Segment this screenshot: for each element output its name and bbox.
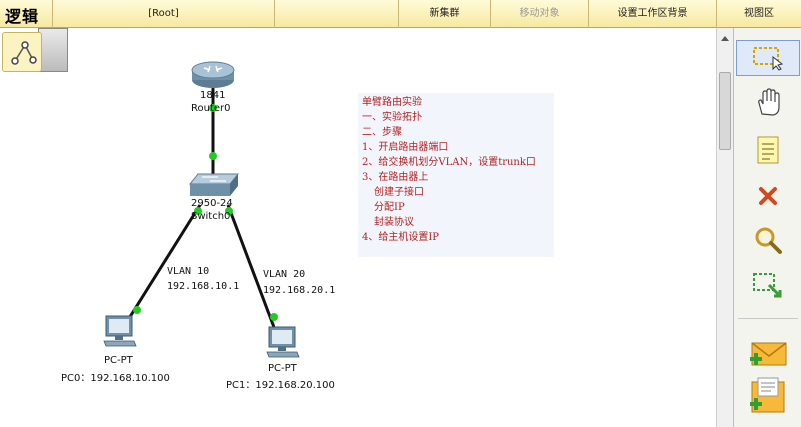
physical-view-tab[interactable]	[38, 28, 68, 72]
zoom-tool[interactable]	[734, 220, 801, 260]
topology-links	[126, 88, 278, 331]
pc0-address-label: PC0：192.168.10.100	[61, 373, 170, 384]
link-status-light	[270, 313, 278, 321]
note-icon	[757, 136, 779, 164]
move-object-button[interactable]: 移动对象	[490, 0, 588, 28]
tool-divider	[738, 318, 798, 319]
pc1-icon[interactable]	[266, 325, 300, 359]
logical-view-title: 逻辑	[5, 7, 40, 26]
set-background-button[interactable]: 设置工作区背景	[588, 0, 716, 28]
link-status-light	[225, 207, 233, 215]
switch-model-label: 2950-24	[191, 198, 233, 209]
note-line: 封装协议	[374, 217, 414, 228]
note-line: 创建子接口	[374, 187, 424, 198]
router-icon[interactable]	[190, 58, 236, 90]
note-line: 1、开启路由器端口	[362, 142, 449, 153]
scrollbar-thumb[interactable]	[719, 72, 731, 150]
switch-name-label: Switch0	[191, 211, 231, 222]
hand-icon	[758, 88, 780, 116]
logical-view-button[interactable]	[2, 32, 42, 72]
vlan20-label: VLAN 20	[263, 269, 306, 280]
link-status-light	[209, 152, 217, 160]
common-tools-bar	[733, 28, 801, 427]
workspace-note[interactable]: 单臂路由实验 一、实验拓扑 二、步骤 1、开启路由器端口 2、给交换机划分VLA…	[358, 93, 554, 257]
add-simple-pdu-tool[interactable]	[734, 334, 801, 374]
link-status-light	[209, 104, 217, 112]
router-name-label: Router0	[191, 103, 231, 114]
resize-icon	[753, 273, 782, 298]
note-line: 一、实验拓扑	[362, 112, 422, 123]
pc0-icon[interactable]	[103, 314, 137, 348]
new-cluster-button[interactable]: 新集群	[398, 0, 490, 28]
new-cluster-label: 新集群	[429, 8, 460, 19]
set-background-label: 设置工作区背景	[617, 8, 688, 19]
delete-icon	[759, 187, 777, 205]
note-line: 4、给主机设置IP	[362, 232, 440, 243]
delete-tool[interactable]	[734, 176, 801, 216]
scroll-up-icon[interactable]	[721, 36, 729, 41]
add-complex-pdu-icon	[750, 377, 785, 413]
select-tool[interactable]	[734, 38, 801, 78]
note-line: 分配IP	[374, 202, 405, 213]
switch-pc1-link[interactable]	[226, 204, 277, 331]
add-complex-pdu-tool[interactable]	[734, 376, 801, 416]
add-simple-pdu-icon	[750, 342, 787, 366]
note-line: 2、给交换机划分VLAN，设置trunk口	[362, 157, 536, 168]
note-line: 二、步骤	[362, 127, 402, 138]
note-line: 3、在路由器上	[362, 172, 429, 183]
switch-pc0-link[interactable]	[126, 204, 202, 321]
note-line: 单臂路由实验	[362, 97, 422, 108]
vlan10-label: VLAN 10	[167, 266, 210, 277]
spacer-segment	[274, 0, 398, 28]
router-model-label: 1841	[200, 90, 226, 101]
resize-shape-tool[interactable]	[734, 266, 801, 306]
move-object-label: 移动对象	[519, 8, 560, 19]
vlan10-ip-label: 192.168.10.1	[167, 281, 240, 292]
switch-icon[interactable]	[188, 172, 240, 198]
pc1-address-label: PC1：192.168.20.100	[226, 380, 335, 391]
topology-icon	[11, 41, 37, 65]
top-toolbar: 逻辑 [Root] 新集群 移动对象 设置工作区背景 视图区	[0, 0, 801, 28]
root-breadcrumb[interactable]: [Root]	[52, 0, 274, 28]
viewport-label: 视图区	[744, 8, 774, 19]
vlan20-ip-label: 192.168.20.1	[263, 285, 336, 296]
root-label: [Root]	[148, 8, 179, 19]
link-status-light	[133, 306, 141, 314]
inspect-tool[interactable]	[734, 82, 801, 122]
select-icon	[753, 47, 784, 71]
pc0-type-label: PC-PT	[104, 355, 133, 366]
zoom-icon	[755, 227, 782, 254]
pc1-type-label: PC-PT	[268, 363, 297, 374]
vertical-scrollbar[interactable]	[716, 28, 733, 427]
viewport-button[interactable]: 视图区	[716, 0, 801, 28]
place-note-tool[interactable]	[734, 130, 801, 170]
link-status-light	[194, 207, 202, 215]
